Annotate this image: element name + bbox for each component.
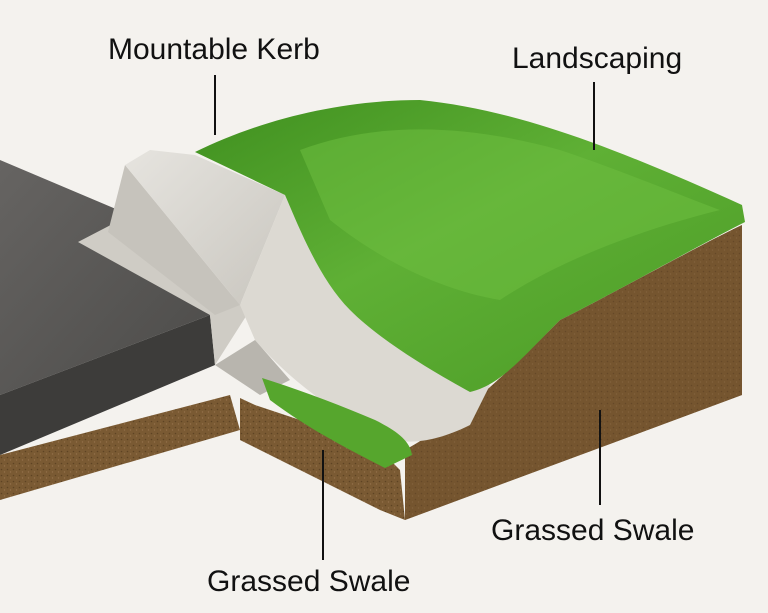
label-landscaping: Landscaping <box>512 42 683 75</box>
asphalt-front <box>0 315 215 455</box>
label-grassed-swale-bottom: Grassed Swale <box>207 565 411 598</box>
grassed-swale-strip <box>262 378 412 468</box>
asphalt-top <box>0 160 210 395</box>
label-mountable-kerb: Mountable Kerb <box>108 33 320 66</box>
soil-right-face-texture <box>405 225 742 520</box>
concrete-swale-channel <box>240 195 490 442</box>
kerb-face <box>108 165 240 315</box>
label-grassed-swale-right: Grassed Swale <box>491 514 695 547</box>
concrete-apron <box>78 215 250 365</box>
soil-front-left <box>0 395 240 500</box>
landscaping-grass-highlight <box>300 129 720 300</box>
kerb-top <box>125 150 285 305</box>
